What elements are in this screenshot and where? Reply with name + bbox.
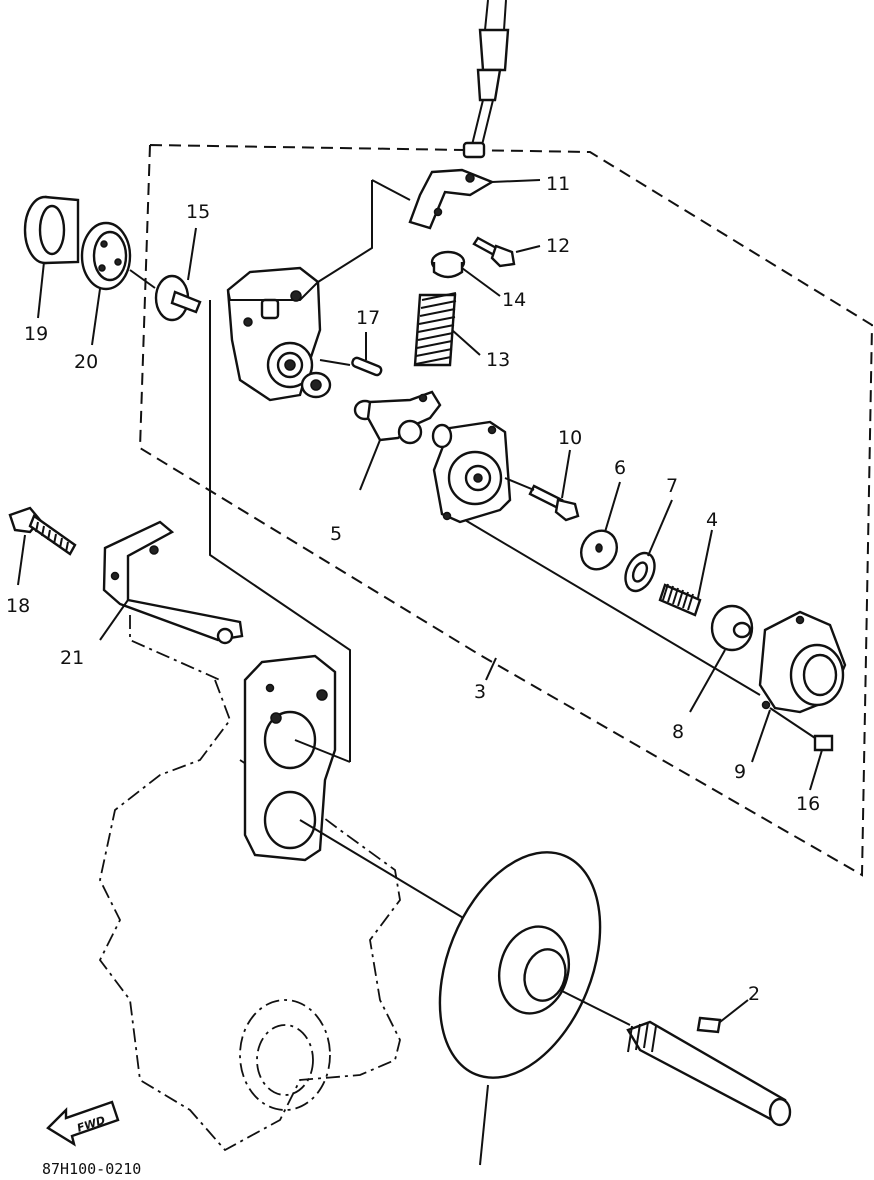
part-11-lever — [408, 168, 541, 230]
assembly-3-boundary — [138, 143, 874, 877]
callout-5: 5 — [330, 523, 342, 545]
callout-7: 7 — [666, 475, 678, 497]
callout-18: 18 — [6, 595, 30, 617]
part-17-pin — [319, 356, 383, 377]
throttle-cable — [462, 0, 510, 159]
part-7-clip — [624, 499, 673, 593]
mounting-plate — [243, 654, 471, 923]
part-19-roller — [23, 195, 80, 319]
part-20-roller — [80, 221, 156, 346]
part-6-washer — [580, 481, 621, 571]
pulley-disc — [438, 851, 631, 1166]
fwd-arrow: FWD — [46, 1100, 120, 1147]
callout-17: 17 — [356, 307, 380, 329]
callout-11: 11 — [546, 173, 570, 195]
callout-13: 13 — [486, 349, 510, 371]
part-12-bolt — [472, 236, 541, 268]
part-8-gear — [689, 604, 754, 713]
callout-12: 12 — [546, 235, 570, 257]
part-16-screw — [769, 707, 834, 791]
callout-20: 20 — [74, 351, 98, 373]
drawing-code: 87H100-0210 — [42, 1160, 141, 1178]
callout-8: 8 — [672, 721, 684, 743]
part-9-cover — [751, 610, 847, 763]
inner-assembly-line — [209, 300, 351, 762]
part-18-bolt — [8, 506, 77, 586]
part-4-spring — [658, 529, 713, 617]
callout-2: 2 — [748, 983, 760, 1005]
callout-14: 14 — [502, 289, 526, 311]
callout-labels: 2 3 4 5 6 7 8 9 10 11 12 13 14 15 16 17 … — [6, 173, 820, 1005]
callout-4: 4 — [706, 509, 718, 531]
drive-shaft — [626, 999, 792, 1127]
callout-9: 9 — [734, 761, 746, 783]
callout-6: 6 — [614, 457, 626, 479]
crankcase-outline — [98, 679, 401, 1152]
part-14-cam — [430, 250, 501, 297]
part-13-spring — [413, 292, 481, 367]
governor-housing — [226, 179, 411, 402]
callout-19: 19 — [24, 323, 48, 345]
part-5-shaft — [353, 390, 442, 491]
callout-21: 21 — [60, 647, 84, 669]
callout-10: 10 — [558, 427, 582, 449]
callout-3: 3 — [474, 681, 486, 703]
part-cover-gear — [431, 420, 761, 696]
callout-15: 15 — [186, 201, 210, 223]
callout-16: 16 — [796, 793, 820, 815]
part-10-bolt — [504, 449, 580, 522]
part-21-bracket — [99, 520, 244, 681]
part-15-washer — [154, 227, 202, 322]
